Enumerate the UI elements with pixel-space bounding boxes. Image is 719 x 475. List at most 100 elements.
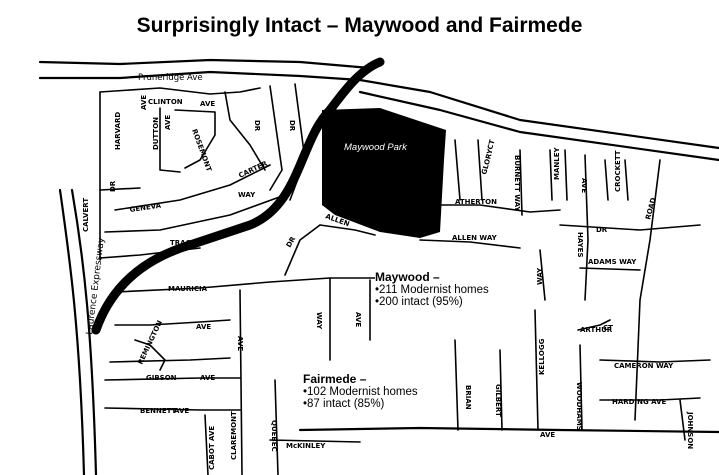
atherton-st bbox=[439, 204, 561, 213]
ave-cluster bbox=[109, 357, 231, 363]
harvard-label: HARVARD bbox=[114, 112, 122, 150]
ave3-label: AVE bbox=[354, 312, 362, 327]
road-east bbox=[634, 159, 661, 421]
laurence-expressway-west bbox=[58, 188, 86, 475]
atherton-label: ATHERTON bbox=[455, 198, 497, 206]
page-title: Surprisingly Intact – Maywood and Fairme… bbox=[136, 14, 583, 37]
manley-a bbox=[549, 149, 553, 201]
mauricia-label: MAURICIA bbox=[168, 285, 208, 293]
cabot-ave bbox=[204, 414, 209, 475]
bennett-ave bbox=[104, 407, 241, 411]
mauricia-ave bbox=[114, 277, 421, 293]
dr3-label: DR bbox=[285, 235, 298, 249]
ave-label-v: AVE bbox=[140, 95, 148, 110]
clinton-ave bbox=[99, 87, 261, 95]
way-vertical bbox=[539, 249, 546, 301]
mckinley-st bbox=[269, 439, 361, 443]
claremont-label: CLAREMONT bbox=[230, 411, 238, 460]
brian-label: BRIAN bbox=[464, 385, 472, 410]
quebec-label: QUEBEC bbox=[270, 420, 278, 452]
laurence-expressway-west-2 bbox=[70, 188, 98, 475]
quebec-st bbox=[274, 379, 279, 475]
glory-ct-a bbox=[454, 139, 461, 201]
cameron-label: CAMERON WAY bbox=[614, 362, 674, 370]
clinton-label: CLINTON bbox=[148, 98, 183, 106]
tracy-dr bbox=[104, 194, 286, 233]
fairmede-stats: Fairmede – •102 Modernist homes •87 inta… bbox=[303, 372, 453, 410]
geneva-label: GENEVA bbox=[129, 202, 162, 214]
harding-label: HARDING AVE bbox=[612, 398, 666, 406]
gilbert-st bbox=[499, 349, 503, 431]
southern-ave bbox=[298, 426, 719, 434]
manley-label: MANLEY bbox=[553, 147, 561, 180]
adams-label: ADAMS WAY bbox=[588, 258, 637, 266]
bennett-label: BENNETT bbox=[140, 407, 177, 415]
johnson-st bbox=[679, 399, 686, 441]
ave7-label: AVE bbox=[540, 431, 555, 439]
fairmede-heading: Fairmede – bbox=[303, 372, 367, 386]
maywood-park bbox=[322, 108, 446, 238]
way3-label: WAY bbox=[315, 312, 323, 330]
maywood-park-label: Maywood Park bbox=[344, 142, 408, 153]
maywood-stat-total: •211 Modernist homes bbox=[375, 284, 489, 296]
arthur-label: ARTHUR bbox=[580, 326, 613, 334]
burnett-label: BURNETT WAY bbox=[513, 155, 521, 212]
brian-st bbox=[454, 339, 459, 431]
allen-st bbox=[319, 224, 376, 236]
glory-label: GLORY bbox=[480, 147, 495, 175]
adams-way bbox=[579, 267, 641, 271]
crockett-label: CROCKETT bbox=[614, 150, 622, 192]
laurence-expressway-curve bbox=[91, 57, 385, 335]
woodhams-label: WOODHAMS bbox=[575, 382, 583, 431]
crockett-a bbox=[604, 159, 609, 201]
gibson-label: GIBSON bbox=[146, 374, 177, 382]
gilbert-label: GILBERT bbox=[494, 384, 502, 417]
rosemont-loop bbox=[174, 109, 216, 169]
glory-ct-label: CT bbox=[486, 139, 496, 151]
dr1-label: DR bbox=[253, 120, 261, 132]
pruneridge-ave-north-edge bbox=[38, 58, 372, 70]
crockett-b bbox=[624, 159, 629, 201]
cabot-label: CABOT AVE bbox=[208, 426, 216, 470]
hayes-label: HAYES bbox=[576, 232, 584, 258]
rosemont-label: ROSEMONT bbox=[190, 128, 213, 173]
way1-label: WAY bbox=[238, 191, 256, 199]
manley-b bbox=[564, 149, 568, 201]
claremont-st bbox=[239, 289, 243, 475]
dutton-label: DUTTON bbox=[152, 117, 160, 150]
arthur-ct-label: CT bbox=[603, 324, 613, 332]
ave5-label: AVE bbox=[236, 336, 244, 351]
maywood-stat-intact: •200 intact (95%) bbox=[375, 296, 463, 308]
woodhams-st bbox=[579, 344, 583, 431]
dr-segment-1 bbox=[269, 85, 283, 191]
dr-segment-3 bbox=[284, 224, 321, 276]
way2-label: WAY bbox=[536, 267, 544, 285]
pruneridge-label: Pruneridge Ave bbox=[138, 73, 203, 83]
dr-segment-2 bbox=[289, 83, 306, 201]
road-label: ROAD bbox=[644, 197, 658, 221]
dutton-ave-label: AVE bbox=[164, 115, 172, 130]
glory-ct-b bbox=[477, 139, 483, 201]
harding-ave bbox=[599, 397, 701, 401]
pruneridge-ave-north bbox=[38, 70, 719, 150]
tracy-label: TRACY bbox=[170, 239, 197, 247]
ave2-label: AVE bbox=[580, 178, 588, 193]
kellogg-label: KELLOGG bbox=[538, 338, 546, 375]
pruneridge-ave-south-edge bbox=[358, 90, 719, 162]
dr2-label: DR bbox=[288, 120, 296, 132]
dutton-ave bbox=[159, 107, 181, 173]
hayes-dr bbox=[559, 224, 701, 231]
remington-st bbox=[134, 339, 166, 371]
dr4-label: DR bbox=[596, 226, 608, 234]
ave4-label: AVE bbox=[196, 323, 211, 331]
clinton-ave-label: AVE bbox=[200, 100, 215, 108]
fairmede-stat-total: •102 Modernist homes bbox=[303, 386, 418, 398]
burnett-way bbox=[519, 149, 523, 216]
allen-way-label: ALLEN WAY bbox=[452, 234, 498, 242]
cameron-way bbox=[599, 359, 711, 363]
allen-way bbox=[419, 239, 521, 249]
mckinley-label: McKINLEY bbox=[286, 442, 326, 450]
bennett-ave-label: AVE bbox=[174, 407, 189, 415]
maywood-stats: Maywood – •211 Modernist homes •200 inta… bbox=[375, 270, 525, 308]
